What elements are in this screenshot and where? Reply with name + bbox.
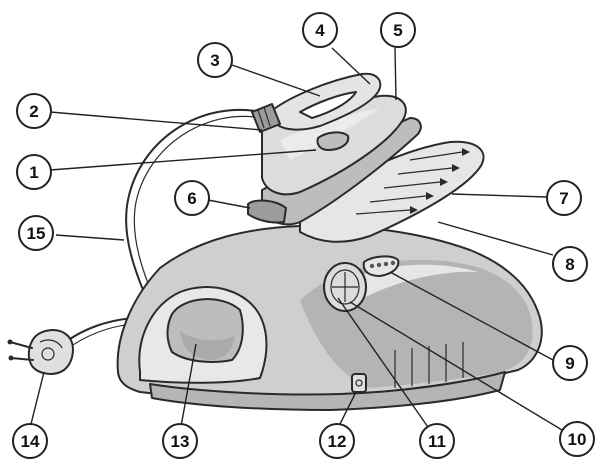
callout-3: 3	[197, 42, 233, 78]
callout-markers: 1 2 3 4 5 6 7	[12, 12, 595, 459]
svg-text:8: 8	[565, 255, 574, 274]
callout-12: 12	[319, 423, 355, 459]
svg-text:7: 7	[559, 189, 568, 208]
svg-text:5: 5	[393, 21, 402, 40]
callout-14: 14	[12, 423, 48, 459]
svg-text:9: 9	[565, 354, 574, 373]
svg-text:12: 12	[328, 432, 347, 451]
callout-7: 7	[546, 180, 582, 216]
callout-11: 11	[419, 423, 455, 459]
iron-icon	[251, 72, 422, 226]
svg-text:15: 15	[27, 224, 46, 243]
callout-9: 9	[552, 345, 588, 381]
callout-1: 1	[16, 154, 52, 190]
base-station-icon	[116, 224, 543, 411]
svg-text:3: 3	[210, 51, 219, 70]
dial-icon	[323, 262, 367, 312]
iron-lock-icon	[247, 199, 287, 224]
svg-text:1: 1	[29, 163, 38, 182]
callout-5: 5	[380, 12, 416, 48]
svg-text:2: 2	[29, 102, 38, 121]
power-switch-icon	[351, 373, 367, 393]
plug-icon	[7, 329, 74, 375]
callout-8: 8	[552, 246, 588, 282]
svg-text:10: 10	[568, 430, 587, 449]
callout-13: 13	[162, 423, 198, 459]
svg-text:14: 14	[21, 432, 40, 451]
callout-10: 10	[559, 421, 595, 457]
indicator-lights-icon	[362, 255, 400, 277]
svg-text:11: 11	[428, 432, 446, 451]
svg-text:6: 6	[187, 189, 196, 208]
callout-15: 15	[18, 215, 54, 251]
callout-6: 6	[174, 180, 210, 216]
svg-text:13: 13	[171, 432, 190, 451]
svg-text:4: 4	[315, 21, 325, 40]
callout-4: 4	[302, 12, 338, 48]
callout-2: 2	[16, 93, 52, 129]
